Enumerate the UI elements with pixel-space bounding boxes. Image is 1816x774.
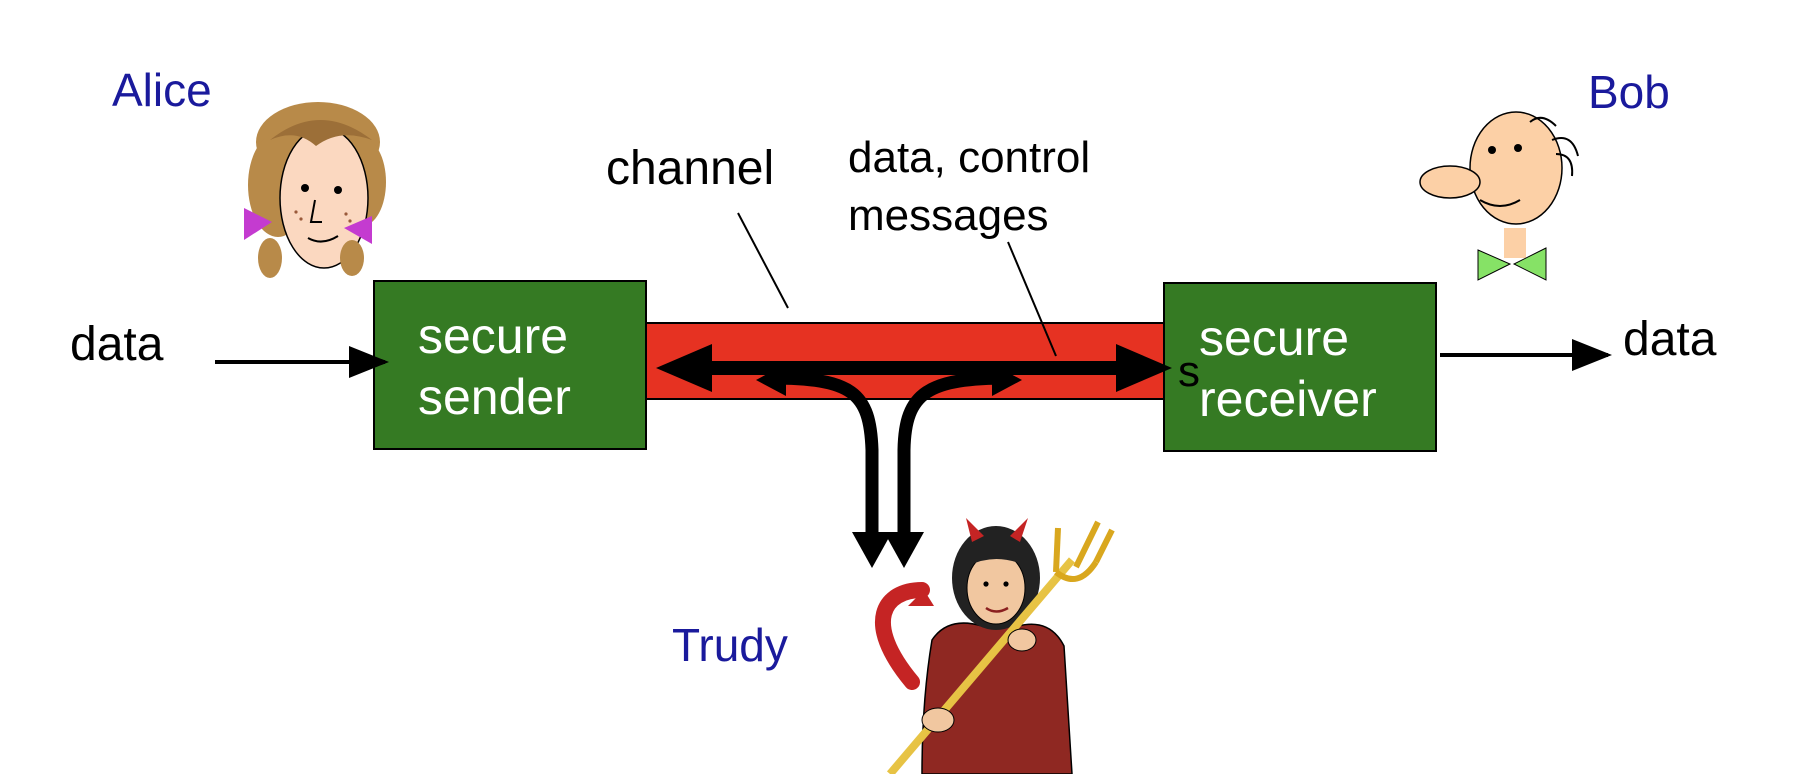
secure-sender-label-line1: secure xyxy=(418,308,569,364)
data-in-label: data xyxy=(70,318,164,371)
bob-label: Bob xyxy=(1588,66,1670,118)
secure-receiver-box xyxy=(1163,282,1437,452)
bob-cartoon-icon xyxy=(1419,111,1579,281)
secure-sender-box xyxy=(373,280,647,450)
channel-pointer-line xyxy=(737,212,789,309)
messages-pointer-line xyxy=(1007,241,1057,357)
secure-receiver-label-line1: secure xyxy=(1199,310,1350,366)
stray-s-label: s xyxy=(1178,347,1200,396)
messages-label-line1: data, control xyxy=(848,133,1091,182)
messages-label-line2: messages xyxy=(848,191,1049,240)
channel-label: channel xyxy=(606,142,775,195)
alice-cartoon-icon xyxy=(244,102,386,278)
data-out-label: data xyxy=(1623,313,1717,366)
bidirectional-message-arrow xyxy=(656,344,1172,392)
trudy-devil-icon xyxy=(875,518,1115,774)
eavesdrop-arrows xyxy=(756,364,1022,568)
secure-receiver-label-line2: receiver xyxy=(1199,371,1377,427)
alice-label: Alice xyxy=(112,64,212,116)
secure-sender-label-line2: sender xyxy=(418,369,571,425)
trudy-label: Trudy xyxy=(672,619,788,671)
